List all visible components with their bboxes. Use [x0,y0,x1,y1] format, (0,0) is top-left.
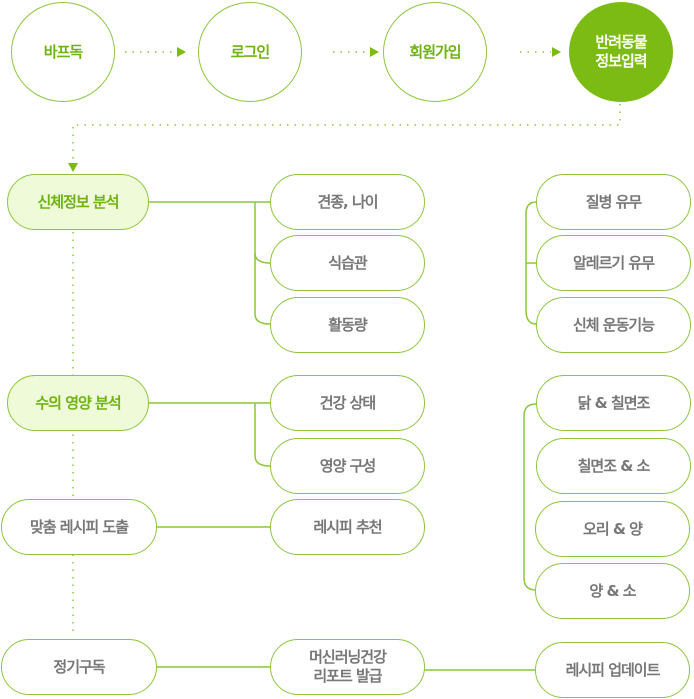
chicken-turkey: 닭 & 칠면조 [536,375,691,431]
allergy: 알레르기 유무 [536,235,691,291]
step-bapdog: 바프독 [11,2,115,102]
arrow-right-icon [552,47,561,57]
duck-lamb: 오리 & 양 [535,501,690,557]
recipe-update: 레시피 업데이트 [535,642,690,698]
dotted-arrows [72,51,621,637]
physical-function: 신체 운동기능 [536,297,691,353]
eating-habits: 식습관 [270,235,425,291]
ml-health-report: 머신러닝건강 리포트 발급 [270,639,425,695]
solid-connectors [148,201,537,671]
arrow-down-icon [68,163,78,172]
step-pet-info: 반려동물 정보입력 [569,2,673,102]
activity: 활동량 [270,297,425,353]
step-signup: 회원가입 [383,2,487,102]
arrow-right-icon [177,47,186,57]
custom-recipe: 맞춤 레시피 도출 [1,499,157,555]
subscription: 정기구독 [1,639,157,695]
body-analysis: 신체정보 분석 [7,174,149,230]
step-login: 로그인 [198,2,302,102]
lamb-beef: 양 & 소 [535,563,690,619]
disease: 질병 유무 [536,174,691,230]
arrow-heads [68,47,561,172]
nutrition-composition: 영양 구성 [270,438,425,494]
health-status: 건강 상태 [270,375,425,431]
recipe-recommendation: 레시피 추천 [270,499,425,555]
vet-nutrition-analysis: 수의 영양 분석 [7,375,149,431]
arrow-right-icon [370,47,379,57]
turkey-beef: 칠면조 & 소 [536,438,691,494]
breed-age: 견종, 나이 [270,174,425,230]
